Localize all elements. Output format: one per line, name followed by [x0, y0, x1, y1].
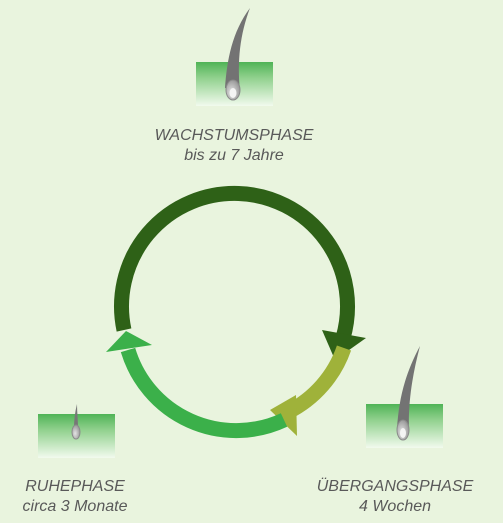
phase-duration-rest: circa 3 Monate [22, 498, 128, 515]
cycle-arrowhead-growth [322, 330, 366, 360]
cycle-arrowhead-rest [106, 331, 152, 352]
phase-label-rest: RUHEPHASE circa 3 Monate [0, 477, 150, 517]
phase-name-transition: ÜBERGANGSPHASE [316, 478, 474, 495]
cycle-arc-rest [120, 347, 288, 439]
hair-rest-icon [38, 404, 115, 458]
phase-label-transition: ÜBERGANGSPHASE 4 Wochen [290, 477, 500, 517]
hair-transition-icon [366, 346, 443, 448]
phase-name-growth: WACHSTUMSPHASE [154, 127, 314, 144]
phase-name-rest: RUHEPHASE [25, 478, 125, 495]
phase-label-growth: WACHSTUMSPHASE bis zu 7 Jahre [134, 126, 334, 166]
phase-duration-transition: 4 Wochen [358, 498, 432, 515]
cycle-arrow [106, 185, 366, 439]
cycle-arc-transition [284, 345, 352, 419]
cycle-arc-growth [114, 185, 355, 341]
cycle-arrowhead-transition [270, 395, 297, 436]
phase-duration-growth: bis zu 7 Jahre [184, 147, 284, 164]
hair-growth-icon [196, 8, 273, 106]
